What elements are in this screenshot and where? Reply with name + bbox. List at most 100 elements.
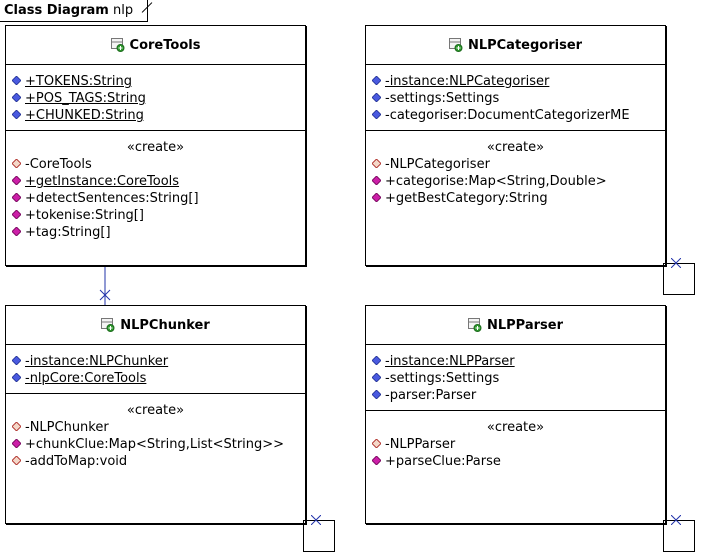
operation-icon (371, 436, 385, 453)
class-header[interactable]: NLPCategoriser (366, 26, 665, 65)
attribute-text: -instance:NLPCategoriser (385, 74, 550, 89)
operation-icon (371, 173, 385, 190)
self-association-categoriser[interactable] (663, 263, 695, 295)
class-icon (101, 318, 115, 332)
operations-section: «create» -CoreTools+getInstance:CoreTools… (6, 131, 305, 247)
attribute-row[interactable]: -categoriser:DocumentCategorizerME (371, 107, 659, 124)
operation-row[interactable]: +getBestCategory:String (371, 190, 659, 207)
class-nlpcategoriser[interactable]: NLPCategoriser -instance:NLPCategoriser-s… (365, 25, 666, 266)
operation-text: -addToMap:void (25, 454, 128, 469)
class-name: CoreTools (129, 37, 201, 53)
operation-row[interactable]: -NLPChunker (11, 419, 299, 436)
class-name: NLPChunker (120, 317, 210, 333)
operation-text: +chunkClue:Map<String,List<String>> (25, 437, 285, 452)
operations-section: «create» -NLPCategoriser +categorise:Map<S… (366, 131, 665, 213)
attribute-row[interactable]: -settings:Settings (371, 90, 659, 107)
operation-text: -NLPParser (385, 437, 456, 452)
operation-icon (11, 453, 25, 470)
attribute-text: +CHUNKED:String (25, 108, 144, 123)
attribute-icon (371, 107, 385, 124)
operation-row[interactable]: +parseClue:Parse (371, 453, 659, 470)
operation-icon (371, 156, 385, 173)
attributes-section: +TOKENS:String +POS_TAGS:String +CHUNKED:S… (6, 65, 305, 131)
attribute-icon (371, 73, 385, 90)
attribute-row[interactable]: +TOKENS:String (11, 73, 299, 90)
attributes-section: -instance:NLPParser -settings:Settings -pa… (366, 345, 665, 411)
class-header[interactable]: NLPChunker (6, 306, 305, 345)
attribute-text: -instance:NLPChunker (25, 354, 169, 369)
class-name: NLPParser (486, 317, 564, 333)
self-association-end-mark (311, 515, 321, 525)
create-stereotype: «create» (126, 403, 185, 418)
create-stereotype: «create» (486, 140, 545, 155)
attribute-row[interactable]: -instance:NLPCategoriser (371, 73, 659, 90)
operation-text: -NLPChunker (25, 420, 109, 435)
attribute-text: -nlpCore:CoreTools (25, 371, 147, 386)
diagram-frame-tab: Class Diagram nlp (0, 0, 149, 22)
operation-row[interactable]: -CoreTools (11, 156, 299, 173)
class-nlpchunker[interactable]: NLPChunker -instance:NLPChunker -nlpCore:C… (5, 305, 306, 524)
operation-icon (371, 453, 385, 470)
class-nlpparser[interactable]: NLPParser -instance:NLPParser -settings:Se… (365, 305, 666, 524)
operation-icon (11, 207, 25, 224)
attribute-text: -settings:Settings (385, 371, 500, 386)
attribute-text: -categoriser:DocumentCategorizerME (385, 108, 630, 123)
class-header[interactable]: NLPParser (366, 306, 665, 345)
operation-icon (11, 224, 25, 241)
attribute-icon (371, 387, 385, 404)
attribute-row[interactable]: -nlpCore:CoreTools (11, 370, 299, 387)
attribute-icon (11, 90, 25, 107)
operation-row[interactable]: -NLPParser (371, 436, 659, 453)
operation-icon (11, 419, 25, 436)
operation-row[interactable]: +getInstance:CoreTools (11, 173, 299, 190)
class-coretools[interactable]: CoreTools+TOKENS:String+POS_TAGS:String+… (5, 25, 306, 266)
operation-row[interactable]: +tag:String[] (11, 224, 299, 241)
attribute-row[interactable]: -parser:Parser (371, 387, 659, 404)
attribute-icon (11, 73, 25, 90)
diagram-kind: Class Diagram (4, 3, 109, 18)
create-stereotype: «create» (486, 420, 545, 435)
self-association-end-mark (671, 515, 681, 525)
diagram-name: nlp (112, 3, 134, 18)
operation-row[interactable]: +detectSentences:String[] (11, 190, 299, 207)
attribute-row[interactable]: -instance:NLPChunker (11, 353, 299, 370)
operation-text: +tag:String[] (25, 225, 111, 240)
attribute-text: -parser:Parser (385, 388, 477, 403)
operation-row[interactable]: +tokenise:String[] (11, 207, 299, 224)
class-name: NLPCategoriser (467, 37, 583, 53)
attribute-row[interactable]: -settings:Settings (371, 370, 659, 387)
operation-row[interactable]: +chunkClue:Map<String,List<String>> (11, 436, 299, 453)
attributes-section: -instance:NLPChunker -nlpCore:CoreTools (6, 345, 305, 394)
self-association-parser[interactable] (663, 520, 695, 552)
operation-text: -CoreTools (25, 157, 92, 172)
self-association-chunker[interactable] (303, 520, 335, 552)
operation-text: -NLPCategoriser (385, 157, 490, 172)
create-stereotype: «create» (126, 140, 185, 155)
attributes-section: -instance:NLPCategoriser-settings:Settin… (366, 65, 665, 131)
operation-text: +tokenise:String[] (25, 208, 144, 223)
operation-icon (371, 190, 385, 207)
operation-icon (11, 190, 25, 207)
attribute-icon (11, 370, 25, 387)
operation-icon (11, 436, 25, 453)
class-header[interactable]: CoreTools (6, 26, 305, 65)
self-association-end-mark (671, 258, 681, 268)
operation-row[interactable]: -addToMap:void (11, 453, 299, 470)
operations-section: «create» -NLPChunker +chunkClue:Map<String… (6, 394, 305, 476)
class-icon (448, 38, 463, 52)
class-icon (467, 318, 482, 332)
association-link[interactable] (95, 265, 115, 307)
attribute-row[interactable]: +POS_TAGS:String (11, 90, 299, 107)
operation-icon (11, 173, 25, 190)
attribute-icon (371, 353, 385, 370)
attribute-icon (11, 353, 25, 370)
operation-row[interactable]: +categorise:Map<String,Double> (371, 173, 659, 190)
operation-text: +categorise:Map<String,Double> (385, 174, 607, 189)
attribute-text: -instance:NLPParser (385, 354, 515, 369)
operations-section: «create» -NLPParser+parseClue:Parse (366, 411, 665, 476)
attribute-row[interactable]: -instance:NLPParser (371, 353, 659, 370)
operation-row[interactable]: -NLPCategoriser (371, 156, 659, 173)
attribute-text: +POS_TAGS:String (25, 91, 146, 106)
attribute-row[interactable]: +CHUNKED:String (11, 107, 299, 124)
attribute-text: +TOKENS:String (25, 74, 132, 89)
